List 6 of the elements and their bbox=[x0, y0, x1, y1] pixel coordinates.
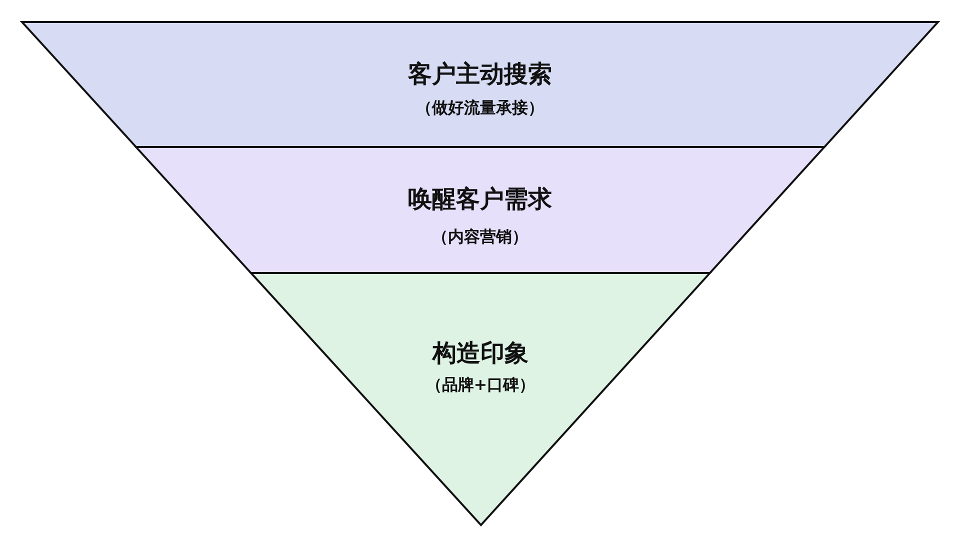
band-subheading: （内容营销） bbox=[432, 227, 528, 248]
band-heading: 唤醒客户需求 bbox=[408, 184, 552, 215]
band-subheading: （品牌+口碑） bbox=[426, 375, 536, 396]
band-heading: 客户主动搜索 bbox=[408, 59, 552, 90]
band-heading: 构造印象 bbox=[432, 338, 528, 369]
band-subheading: （做好流量承接） bbox=[416, 98, 544, 119]
